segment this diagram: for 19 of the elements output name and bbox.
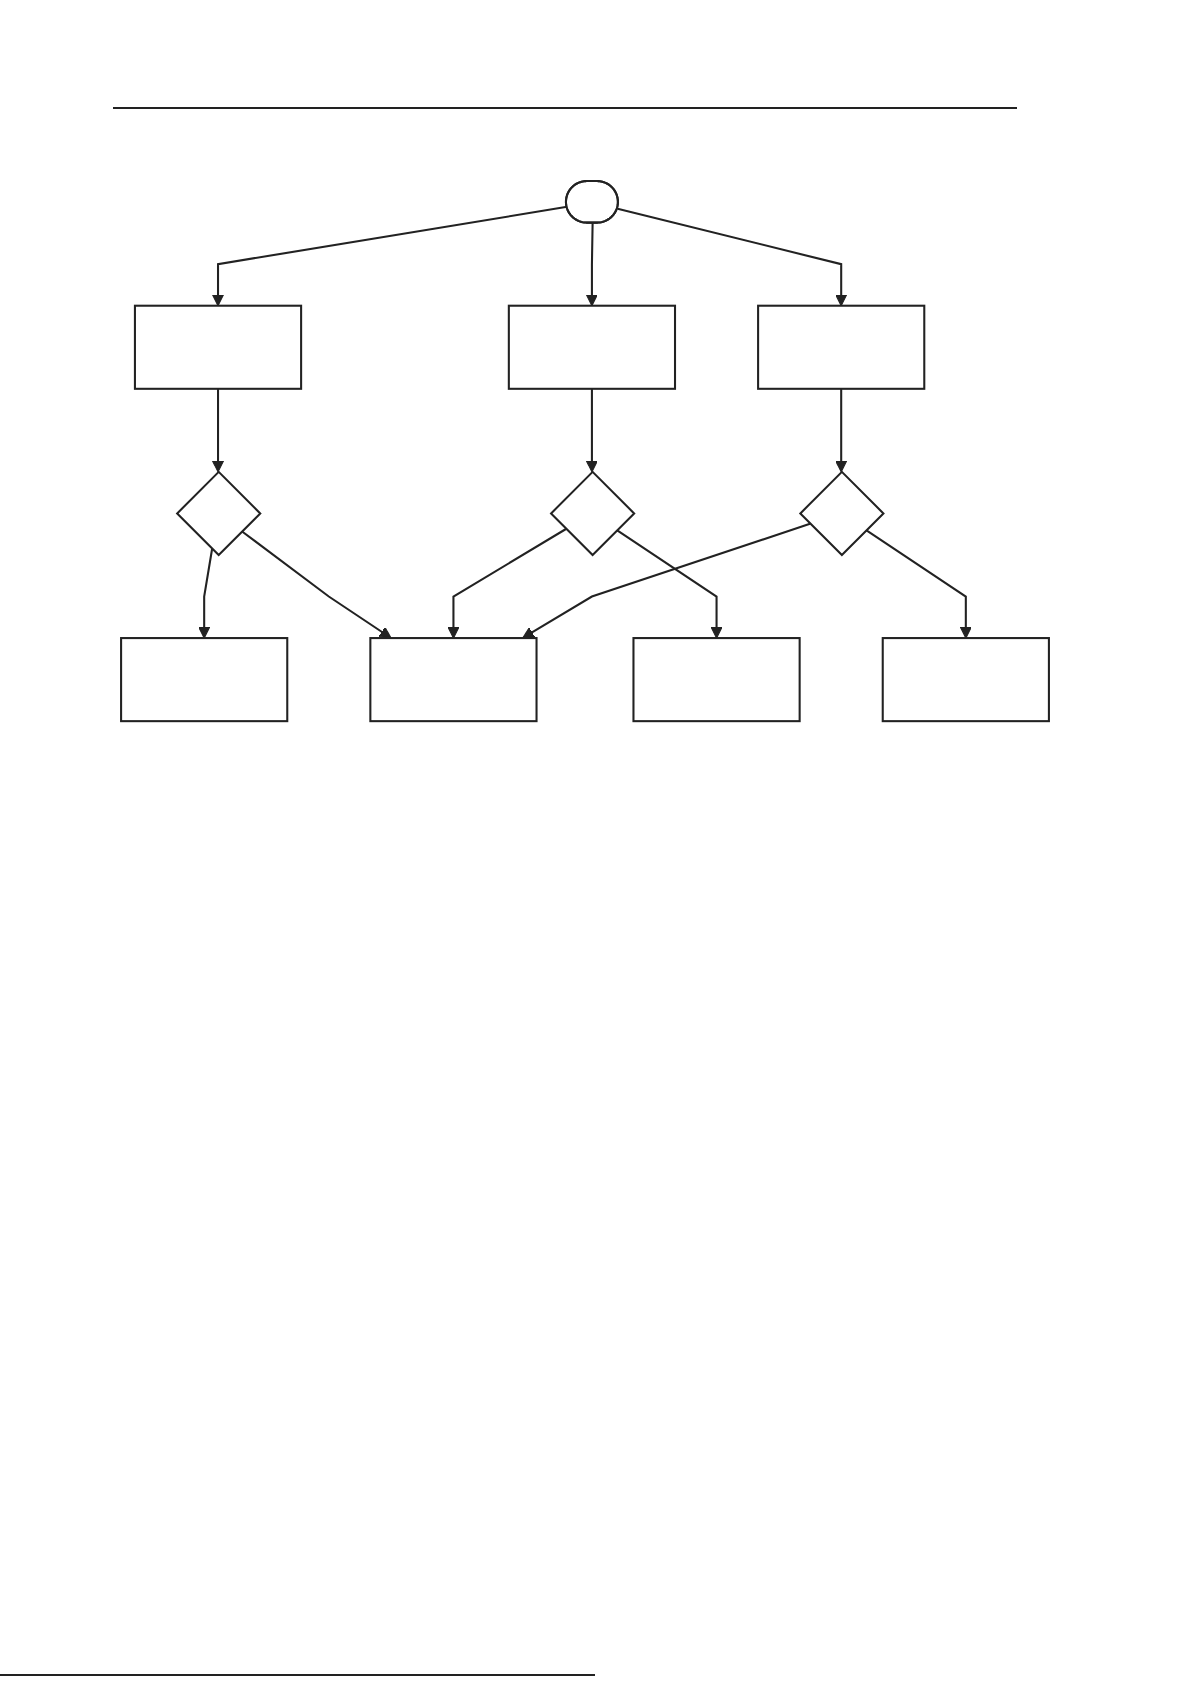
arrow (616, 529, 723, 639)
node-box (881, 637, 1050, 723)
node-box (507, 304, 677, 390)
arrow (835, 388, 848, 473)
arrow (211, 388, 225, 473)
node-diamond (798, 470, 885, 557)
arrow (447, 528, 567, 639)
arrow (522, 522, 811, 639)
node-box (369, 637, 538, 723)
node-diamond (549, 470, 636, 557)
node-diamond (175, 470, 262, 557)
arrow (865, 529, 972, 639)
node-box (133, 304, 303, 390)
arrow (198, 548, 214, 639)
arrow (585, 388, 598, 473)
node-box (757, 304, 926, 390)
arrow (241, 530, 392, 639)
node-box (632, 637, 801, 723)
node-box (120, 637, 289, 723)
